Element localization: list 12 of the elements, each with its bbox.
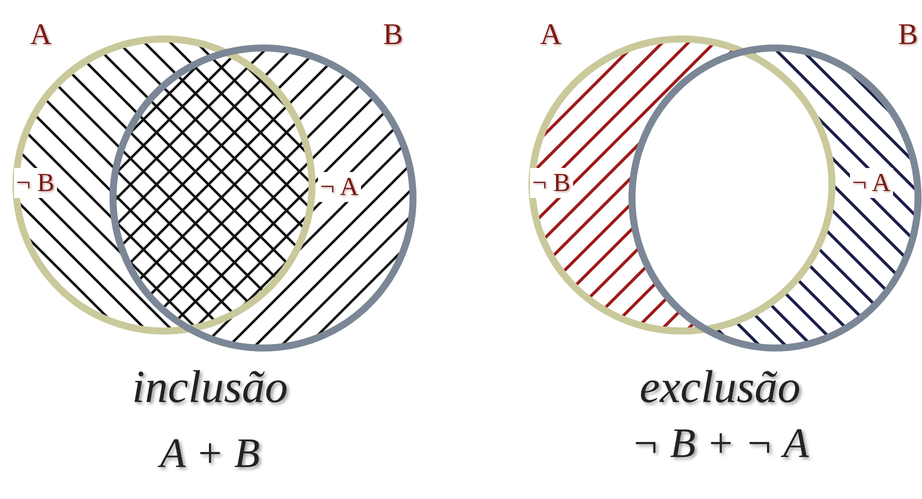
complement-label: ¬ A: [850, 168, 893, 198]
formula: A + B: [80, 430, 340, 478]
set-label: A: [30, 18, 52, 52]
caption: exclusão: [638, 360, 802, 413]
set-label: B: [383, 18, 404, 52]
caption: inclusão: [131, 360, 289, 413]
complement-label: ¬ A: [318, 172, 361, 202]
set-label: A: [540, 18, 562, 52]
formula: ¬ B + ¬ A: [630, 420, 810, 468]
complement-label: ¬ B: [14, 168, 57, 198]
set-label: B: [898, 18, 918, 52]
complement-label: ¬ B: [530, 168, 573, 198]
